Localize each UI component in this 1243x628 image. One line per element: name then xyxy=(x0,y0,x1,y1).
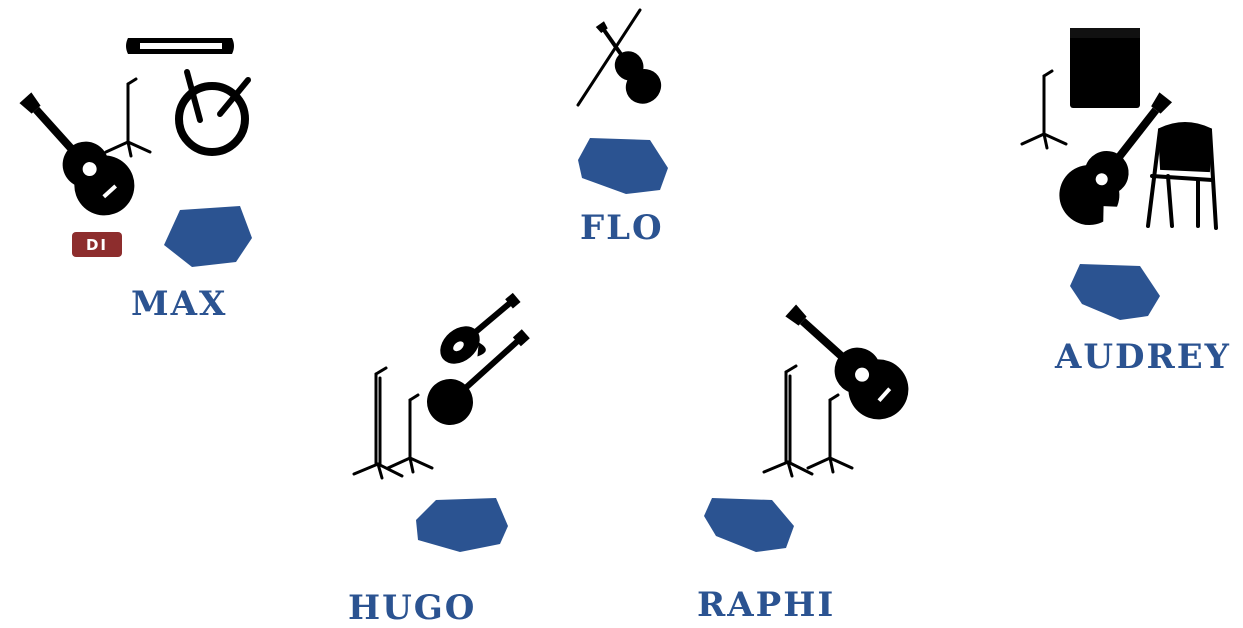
musician-name-flo: FLO xyxy=(580,208,664,248)
musician-name-raphi: RAPHI xyxy=(697,585,836,625)
hugo-tall-mic-stand-icon xyxy=(352,366,404,480)
max-acoustic-guitar-icon xyxy=(3,77,147,228)
raphi-mic-stand-icon xyxy=(806,393,854,474)
hugo-position-marker xyxy=(416,498,508,552)
audrey-position-marker xyxy=(1070,264,1160,320)
audrey-chair-icon xyxy=(1146,122,1218,230)
hugo-banjo-icon xyxy=(427,329,530,425)
raphi-position-marker xyxy=(704,498,794,552)
musician-name-hugo: HUGO xyxy=(348,588,477,628)
flo-violin-icon xyxy=(595,21,662,104)
audrey-amplifier-icon xyxy=(1070,28,1140,108)
max-position-marker xyxy=(164,206,252,267)
max-di-badge: DI xyxy=(72,232,122,257)
audrey-electro-acoustic-guitar-icon xyxy=(1059,92,1173,227)
max-drumsticks-icon xyxy=(126,38,234,54)
raphi-acoustic-guitar-icon xyxy=(770,288,921,432)
hugo-mic-stand-icon xyxy=(386,393,434,474)
max-mic-stand-icon xyxy=(104,77,152,158)
raphi-tall-mic-stand-icon xyxy=(762,364,814,478)
flo-position-marker xyxy=(578,138,668,194)
musician-name-max: MAX xyxy=(131,284,228,324)
flo-violin-bow xyxy=(576,8,642,107)
max-drum-icon xyxy=(175,69,251,156)
hugo-mandolin-icon xyxy=(440,292,521,364)
audrey-mic-stand-icon xyxy=(1020,69,1068,150)
musician-name-audrey: AUDREY xyxy=(1055,337,1231,377)
